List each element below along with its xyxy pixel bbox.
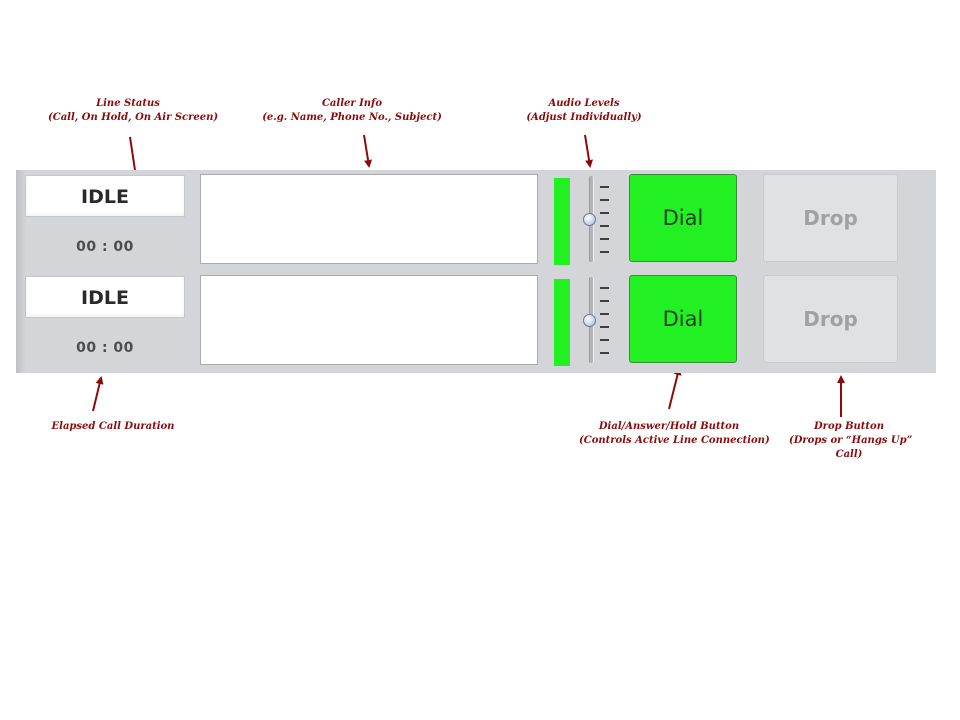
audio-level-meter: [554, 279, 570, 366]
slider-tick: [600, 287, 609, 289]
callout-drop-detail-2: Call): [835, 449, 863, 460]
slider-tick: [600, 326, 609, 328]
caller-info-field[interactable]: [200, 174, 538, 264]
elapsed-duration: 00 : 00: [76, 239, 134, 255]
caller-info-field[interactable]: [200, 275, 538, 365]
callout-line-status-detail: (Call, On Hold, On Air Screen): [48, 112, 219, 123]
callout-audio-levels-detail: (Adjust Individually): [526, 112, 642, 123]
arrow-caller-info: [363, 134, 372, 168]
callout-dial-button: Dial/Answer/Hold Button (Controls Active…: [579, 420, 770, 448]
audio-level-fill: [554, 279, 570, 366]
dial-button[interactable]: Dial: [629, 275, 737, 363]
slider-tick: [600, 251, 609, 253]
callout-audio-levels: Audio Levels (Adjust Individually): [524, 97, 644, 125]
dial-button[interactable]: Dial: [629, 174, 737, 262]
callout-line-status-title: Line Status: [96, 98, 160, 109]
slider-tick: [600, 313, 609, 315]
slider-tick: [600, 339, 609, 341]
callout-dial-title: Dial/Answer/Hold Button: [598, 421, 740, 432]
line-status: IDLE: [25, 175, 185, 217]
callout-audio-levels-title: Audio Levels: [548, 98, 620, 109]
volume-slider-thumb[interactable]: [583, 313, 596, 327]
arrow-audio-levels: [584, 134, 593, 168]
elapsed-duration: 00 : 00: [76, 340, 134, 356]
drop-button[interactable]: Drop: [763, 174, 898, 262]
callout-elapsed-duration: Elapsed Call Duration: [48, 420, 178, 434]
callout-drop-button: Drop Button (Drops or “Hangs Up” Call): [789, 420, 913, 462]
callout-drop-detail-1: (Drops or “Hangs Up”: [789, 435, 913, 446]
callout-line-status: Line Status (Call, On Hold, On Air Scree…: [48, 97, 219, 125]
audio-level-fill: [554, 178, 570, 265]
slider-tick: [600, 238, 609, 240]
slider-tick: [600, 352, 609, 354]
audio-level-meter: [554, 178, 570, 265]
line-status: IDLE: [25, 276, 185, 318]
callout-caller-info-title: Caller Info: [321, 98, 383, 109]
slider-tick: [600, 212, 609, 214]
slider-tick: [600, 225, 609, 227]
callout-drop-title: Drop Button: [814, 421, 884, 432]
callout-elapsed-title: Elapsed Call Duration: [51, 421, 175, 432]
drop-button[interactable]: Drop: [763, 275, 898, 363]
slider-tick: [600, 199, 609, 201]
call-lines-panel: IDLE 00 : 00 Dial Drop IDLE 00 : 00 Dial: [16, 170, 936, 373]
callout-caller-info-detail: (e.g. Name, Phone No., Subject): [262, 112, 442, 123]
callout-dial-detail: (Controls Active Line Connection): [579, 435, 770, 446]
callout-caller-info: Caller Info (e.g. Name, Phone No., Subje…: [262, 97, 442, 125]
slider-tick: [600, 300, 609, 302]
arrow-dial-button: [668, 367, 682, 410]
volume-slider-thumb[interactable]: [583, 212, 596, 226]
arrow-elapsed: [92, 376, 104, 412]
slider-tick: [600, 186, 609, 188]
